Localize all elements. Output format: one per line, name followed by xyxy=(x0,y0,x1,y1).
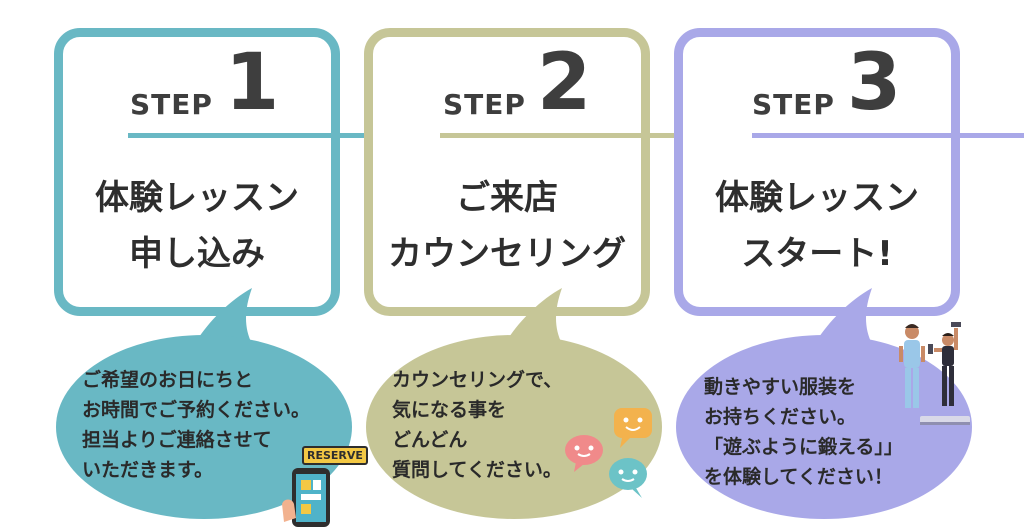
chat-emoji-icon xyxy=(562,404,662,504)
step-3-speech-bubble xyxy=(676,288,972,519)
step-3-title: 体験レッスン スタート! xyxy=(715,178,919,274)
step-1-arrow-line xyxy=(128,133,390,138)
step-1-title: 体験レッスン 申し込み xyxy=(95,178,299,274)
step-3-arrow-line xyxy=(752,133,1024,138)
reserve-phone-icon xyxy=(280,448,358,527)
step-1-label: STEP xyxy=(130,88,213,121)
step-3-bubble-text: 動きやすい服装を お持ちください。 「遊ぶように鍛える」」 を体験してください！ xyxy=(704,376,903,488)
step-3-card xyxy=(674,28,960,316)
step-1-number: 1 xyxy=(225,38,280,128)
step-3-number: 3 xyxy=(847,38,902,128)
reserve-badge: RESERVE xyxy=(302,446,368,465)
step-1-card xyxy=(54,28,340,316)
step-2-title: ご来店 カウンセリング xyxy=(388,178,626,274)
step-2-speech-bubble xyxy=(366,288,662,519)
step-1-speech-bubble xyxy=(56,288,352,519)
step-1-bubble-text: ご希望のお日にちと お時間でご予約ください。 担当よりご連絡させて いただきます… xyxy=(82,369,311,481)
step-2-arrow-line xyxy=(440,133,702,138)
fitness-people-icon xyxy=(896,318,976,430)
step-2-number: 2 xyxy=(537,38,592,128)
step-2-bubble-text: カウンセリングで、 気になる事を どんどん 質問してください。 xyxy=(392,369,563,481)
reserve-badge-label: RESERVE xyxy=(307,449,363,462)
step-2-card xyxy=(364,28,650,316)
step-2-label: STEP xyxy=(443,88,526,121)
step-3-label: STEP xyxy=(752,88,835,121)
